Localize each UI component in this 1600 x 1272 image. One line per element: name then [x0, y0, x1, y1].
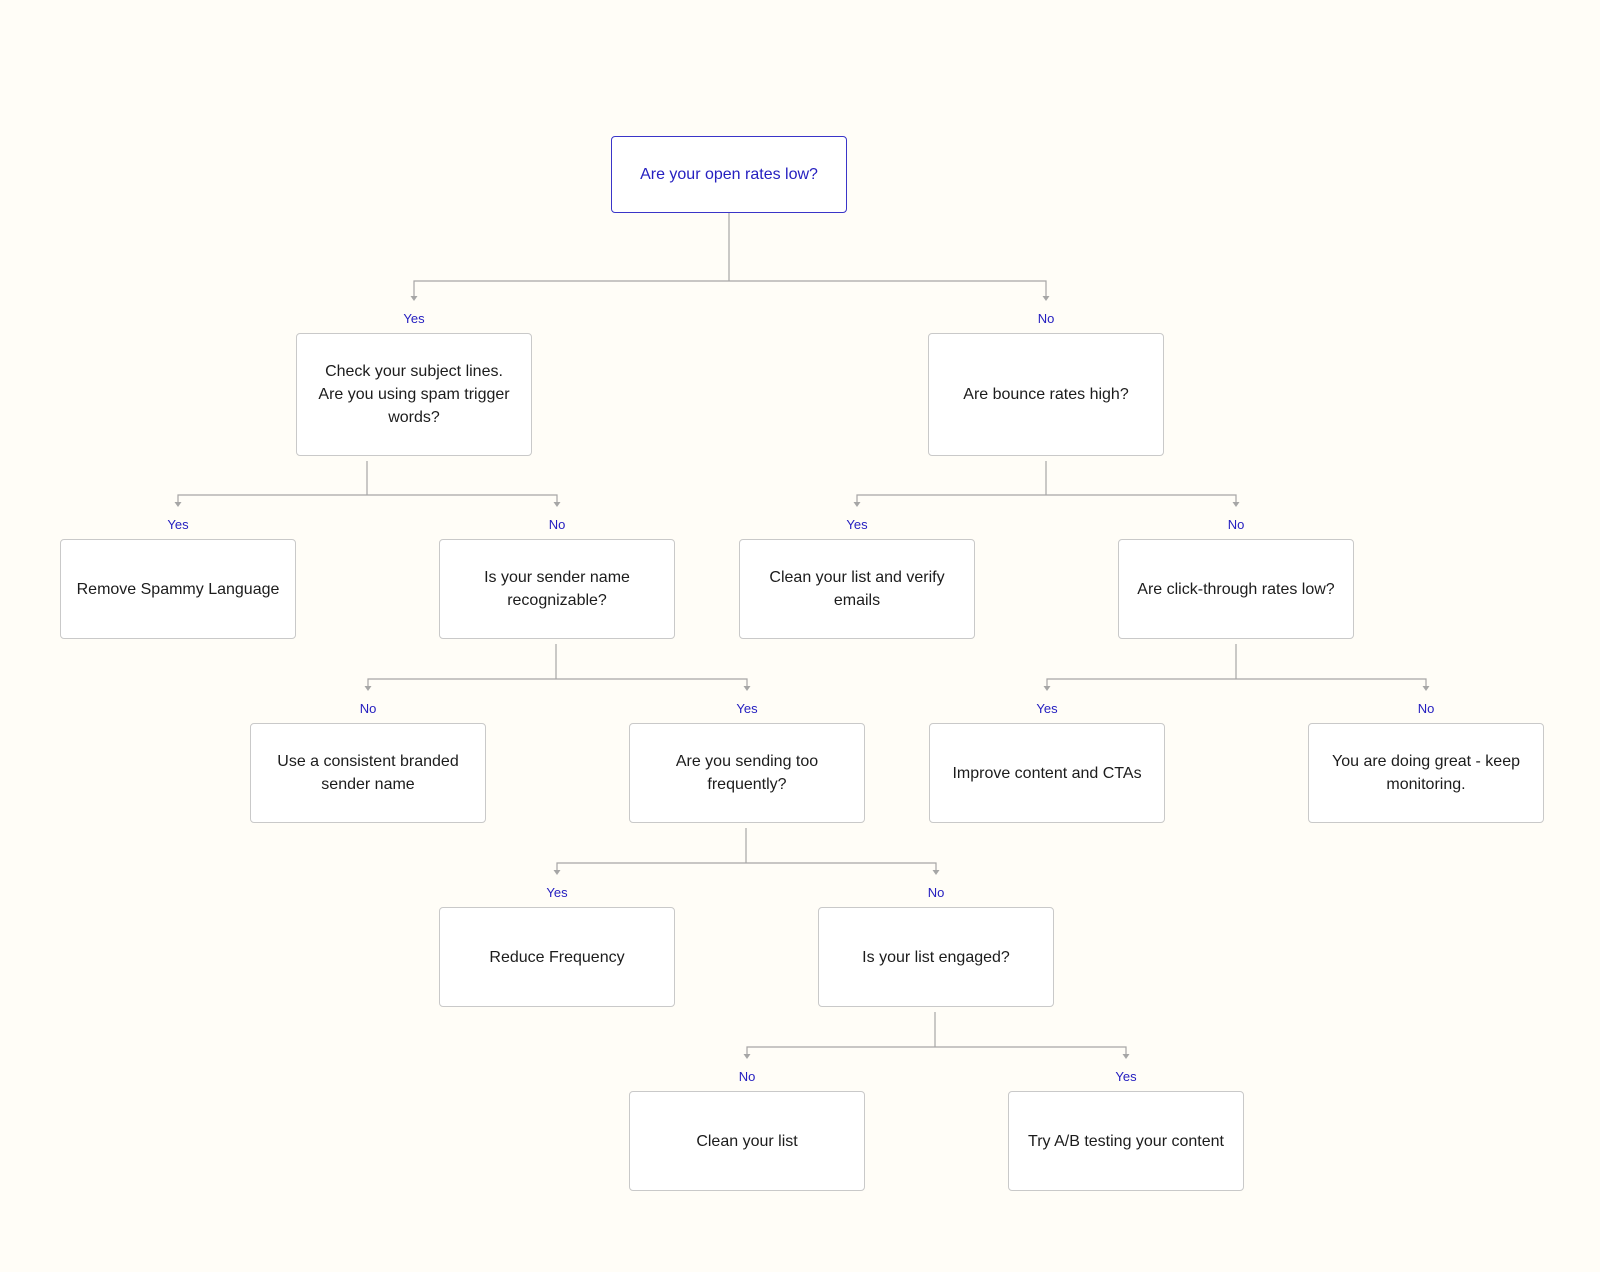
- connector-subject-sender: [367, 494, 558, 502]
- arrowhead-reduce: [553, 870, 561, 875]
- edge-label-branded: No: [359, 701, 377, 716]
- connector-sender-branded: [367, 678, 556, 686]
- arrowhead-sender: [553, 502, 561, 507]
- arrowhead-ctr: [1232, 502, 1240, 507]
- node-bounce[interactable]: Are bounce rates high?: [928, 333, 1164, 456]
- edge-label-improve: Yes: [1036, 701, 1058, 716]
- arrowhead-bounce: [1042, 296, 1050, 301]
- arrowhead-clean_verify: [853, 502, 861, 507]
- edge-label-bounce: No: [1037, 311, 1055, 326]
- edge-label-subject: Yes: [403, 311, 425, 326]
- edge-label-ab_test: Yes: [1115, 1069, 1137, 1084]
- connector-frequency-engaged: [746, 862, 937, 870]
- edge-label-engaged: No: [927, 885, 945, 900]
- node-clean_verify[interactable]: Clean your list and verify emails: [739, 539, 975, 639]
- arrowhead-great: [1422, 686, 1430, 691]
- node-improve[interactable]: Improve content and CTAs: [929, 723, 1165, 823]
- connector-sender-frequency: [556, 678, 748, 686]
- connector-bounce-clean_verify: [856, 494, 1046, 502]
- edge-label-great: No: [1417, 701, 1435, 716]
- node-sender[interactable]: Is your sender name recognizable?: [439, 539, 675, 639]
- node-spammy[interactable]: Remove Spammy Language: [60, 539, 296, 639]
- arrowhead-subject: [410, 296, 418, 301]
- node-clean_list[interactable]: Clean your list: [629, 1091, 865, 1191]
- arrowhead-ab_test: [1122, 1054, 1130, 1059]
- edge-label-reduce: Yes: [546, 885, 568, 900]
- connector-ctr-great: [1236, 678, 1427, 686]
- arrowhead-branded: [364, 686, 372, 691]
- connector-engaged-clean_list: [746, 1046, 935, 1054]
- arrowhead-improve: [1043, 686, 1051, 691]
- connector-engaged-ab_test: [935, 1046, 1127, 1054]
- arrowhead-frequency: [743, 686, 751, 691]
- node-ab_test[interactable]: Try A/B testing your content: [1008, 1091, 1244, 1191]
- connector-root-bounce: [729, 280, 1047, 296]
- edge-label-spammy: Yes: [167, 517, 189, 532]
- edge-label-clean_list: No: [738, 1069, 756, 1084]
- connector-ctr-improve: [1046, 678, 1236, 686]
- node-reduce[interactable]: Reduce Frequency: [439, 907, 675, 1007]
- arrowhead-engaged: [932, 870, 940, 875]
- edge-label-ctr: No: [1227, 517, 1245, 532]
- arrowhead-clean_list: [743, 1054, 751, 1059]
- node-great[interactable]: You are doing great - keep monitoring.: [1308, 723, 1544, 823]
- node-subject[interactable]: Check your subject lines. Are you using …: [296, 333, 532, 456]
- node-branded[interactable]: Use a consistent branded sender name: [250, 723, 486, 823]
- connector-bounce-ctr: [1046, 494, 1237, 502]
- node-engaged[interactable]: Is your list engaged?: [818, 907, 1054, 1007]
- edge-label-clean_verify: Yes: [846, 517, 868, 532]
- arrowhead-spammy: [174, 502, 182, 507]
- connector-frequency-reduce: [556, 862, 746, 870]
- node-frequency[interactable]: Are you sending too frequently?: [629, 723, 865, 823]
- node-root[interactable]: Are your open rates low?: [611, 136, 847, 213]
- node-ctr[interactable]: Are click-through rates low?: [1118, 539, 1354, 639]
- connector-subject-spammy: [177, 494, 367, 502]
- edge-label-frequency: Yes: [736, 701, 758, 716]
- edge-label-sender: No: [548, 517, 566, 532]
- connector-root-subject: [413, 280, 729, 296]
